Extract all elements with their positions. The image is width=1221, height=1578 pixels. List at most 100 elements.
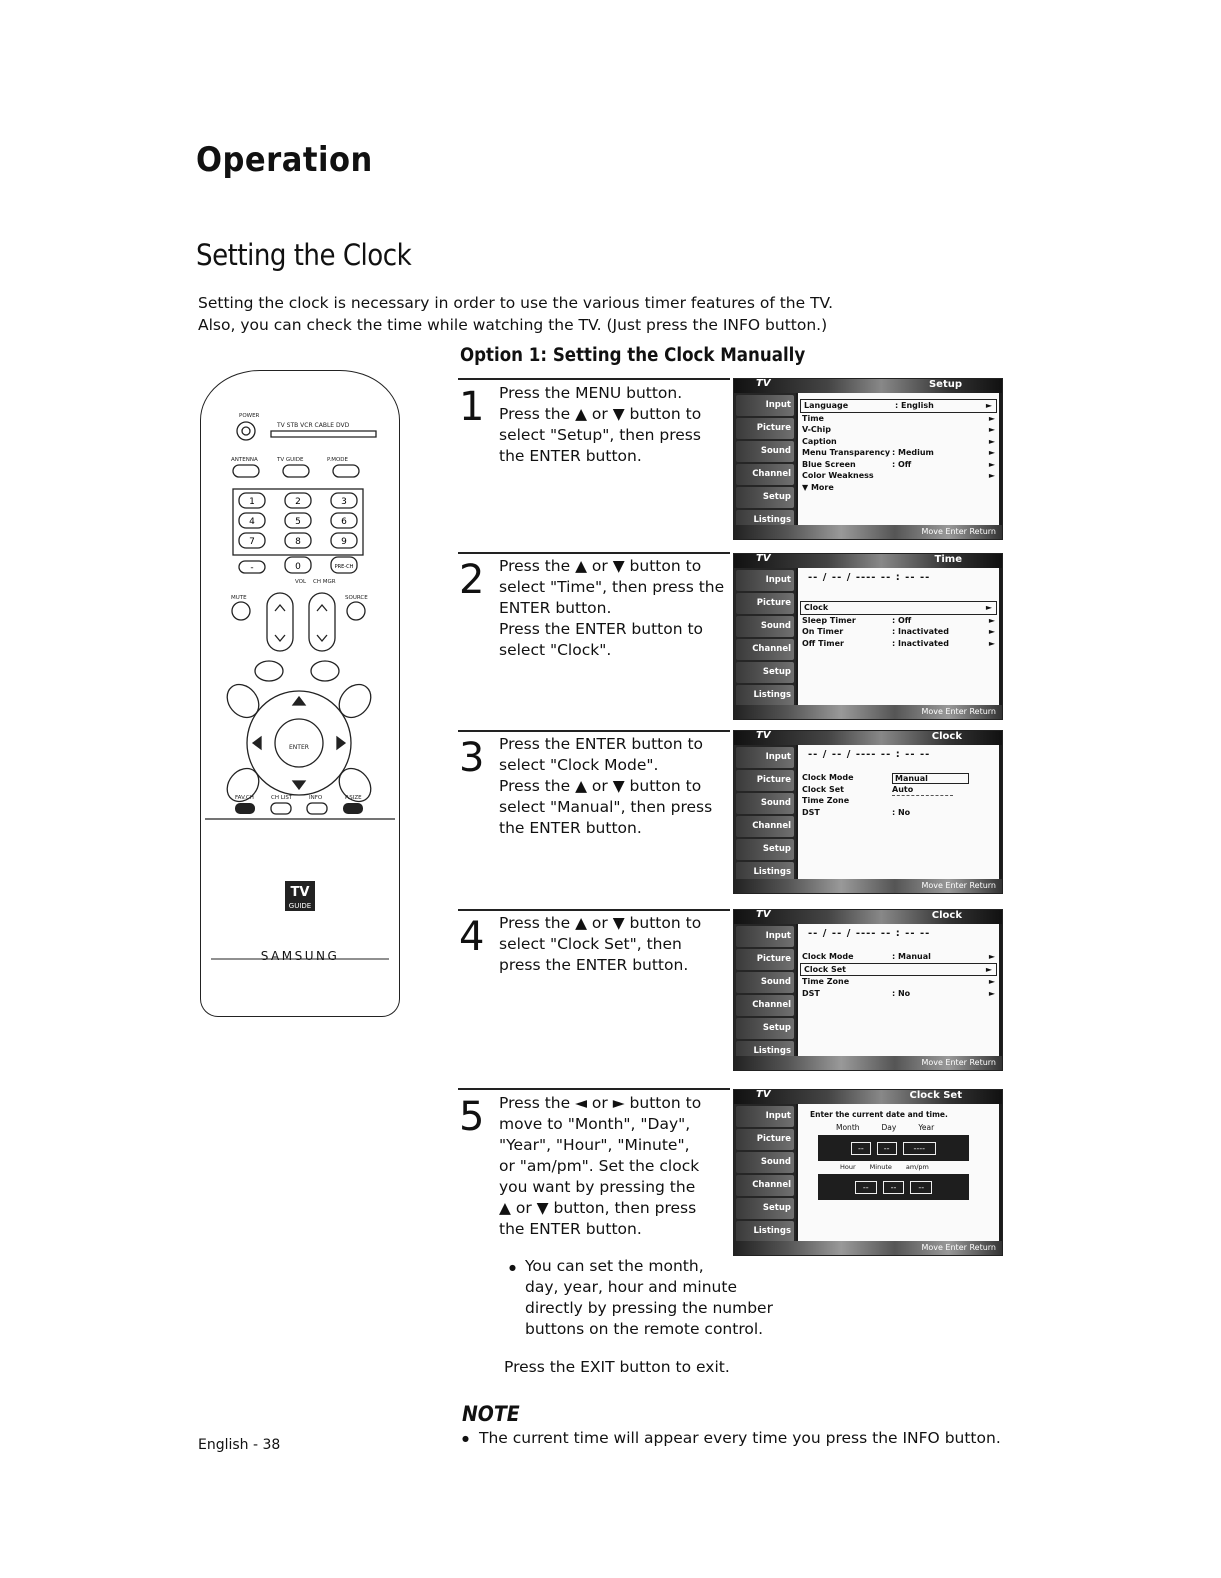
step5-bullet-text: You can set the month,day, year, hour an…	[525, 1256, 773, 1340]
time-field: --	[854, 1180, 877, 1194]
sidebar-item: Listings	[736, 862, 794, 883]
sidebar-item: Picture	[736, 770, 794, 791]
screen-panel: -- / -- / ---- -- : -- --Clock►Sleep Tim…	[798, 568, 999, 705]
sidebar-item: Channel	[736, 464, 794, 485]
exit-instruction: Press the EXIT button to exit.	[504, 1358, 730, 1376]
step-line: select "Clock".	[499, 641, 612, 659]
step-line: the ENTER button.	[499, 819, 642, 837]
screen-bottom-bar: Move Enter Return	[734, 1056, 1002, 1070]
menu-row: Language: English►	[800, 399, 997, 413]
menu-label: Caption	[802, 436, 837, 446]
menu-arrow: ►	[985, 603, 992, 612]
remote-key-11: PRE-CH	[335, 564, 354, 570]
screen-brand: TV	[756, 730, 771, 741]
remote-key-3: 4	[249, 517, 255, 527]
menu-arrow: ►	[988, 459, 995, 469]
step-text: Press the ▲ or ▼ button to select "Time",…	[499, 556, 724, 661]
menu-arrow: ►	[988, 448, 995, 457]
sidebar-item: Sound	[736, 441, 794, 462]
step-line: you want by pressing the	[499, 1178, 696, 1196]
step-text: Press the MENU button.Press the ▲ or ▼ b…	[499, 383, 701, 467]
date-label: Day	[881, 1123, 897, 1132]
menu-label: Blue Screen	[802, 459, 856, 469]
step-line: or "am/pm". Set the clock	[499, 1157, 700, 1175]
step-divider	[458, 378, 730, 380]
remote-bl-1: CH LIST	[271, 795, 293, 801]
remote-chmgr: CH MGR	[313, 579, 336, 585]
remote-guide-bottom: GUIDE	[289, 902, 311, 910]
remote-key-6: 7	[249, 537, 255, 547]
menu-label: Clock Set	[804, 964, 846, 974]
step-line: select "Clock Set", then	[499, 935, 682, 953]
remote-key-7: 8	[295, 537, 301, 547]
menu-arrow: ►	[988, 425, 995, 434]
sidebar-item: Setup	[736, 839, 794, 860]
menu-label: Time	[802, 413, 824, 423]
menu-row: Color Weakness ►	[798, 470, 999, 482]
step-line: Press the ENTER button to	[499, 735, 704, 753]
menu-label: Clock Set	[802, 784, 844, 794]
menu-value: : Inactivated	[892, 638, 949, 648]
menu-label: Off Timer	[802, 638, 844, 648]
remote-source: SOURCE	[345, 595, 368, 601]
menu-row: ▼ More	[798, 482, 999, 494]
step-line: select "Time", then press the	[499, 578, 725, 596]
step-line: select "Clock Mode".	[499, 756, 659, 774]
menu-arrow: ►	[988, 615, 995, 625]
remote-drawing: POWER TV STB VCR CABLE DVD ANTENNA TV GU…	[205, 413, 395, 960]
menu-row: Time►	[798, 413, 999, 425]
menu-arrow: ►	[988, 471, 995, 480]
menu-row: Clock Mode: Manual►	[798, 951, 999, 963]
menu-value: : Off	[892, 615, 912, 625]
step-line: the ENTER button.	[499, 1220, 642, 1238]
menu-value: : English	[895, 401, 934, 410]
note-text-content: The current time will appear every time …	[478, 1429, 1001, 1447]
menu-row: On Timer: Inactivated►	[798, 626, 999, 638]
menu-label: Time Zone	[802, 977, 850, 986]
remote-label-2: TV GUIDE	[276, 457, 304, 463]
remote-key-2: 3	[341, 497, 347, 507]
menu-row: DST: No►	[798, 988, 999, 1000]
remote-bl-0: FAV.CH	[235, 795, 254, 801]
time-label: am/pm	[905, 1163, 929, 1171]
remote-control-illustration: POWER TV STB VCR CABLE DVD ANTENNA TV GU…	[200, 370, 400, 1017]
date-field: --	[876, 1141, 897, 1155]
time-fields: ------	[818, 1174, 969, 1200]
note-bullet: ●	[462, 1434, 469, 1443]
date-fields: --------	[818, 1135, 969, 1161]
screen-bottom-bar: Move Enter Return	[734, 705, 1002, 719]
time-label: Hour	[840, 1163, 856, 1171]
menu-value: : No	[892, 988, 911, 998]
screen-title: Clock	[931, 910, 962, 921]
menu-label: Color Weakness	[802, 471, 874, 480]
step-line: Press the ▲ or ▼ button to	[499, 557, 702, 575]
remote-label-1: ANTENNA	[231, 457, 258, 463]
step-line: select "Setup", then press	[499, 426, 701, 444]
remote-key-8: 9	[341, 537, 347, 547]
intro-line-1: Setting the clock is necessary in order …	[198, 294, 834, 312]
step-divider	[458, 909, 730, 911]
screen-panel: Language: English►Time►V-Chip►Caption►Me…	[798, 393, 999, 525]
time-display: -- / -- / ---- -- : -- --	[808, 928, 931, 939]
menu-arrow: ►	[985, 401, 992, 410]
menu-label: Time Zone	[802, 796, 850, 805]
menu-row: Time Zone	[798, 795, 999, 807]
page-footer: English - 38	[198, 1437, 281, 1453]
screen-title: Setup	[928, 379, 962, 390]
menu-arrow: ►	[988, 977, 995, 986]
remote-mode-labels: TV STB VCR CABLE DVD	[276, 422, 350, 429]
menu-row: Time Zone ►	[798, 976, 999, 988]
screen-bottom-bar: Move Enter Return	[734, 1241, 1002, 1255]
remote-enter: ENTER	[289, 744, 309, 751]
step-line: ▲ or ▼ button, then press	[499, 1199, 697, 1217]
